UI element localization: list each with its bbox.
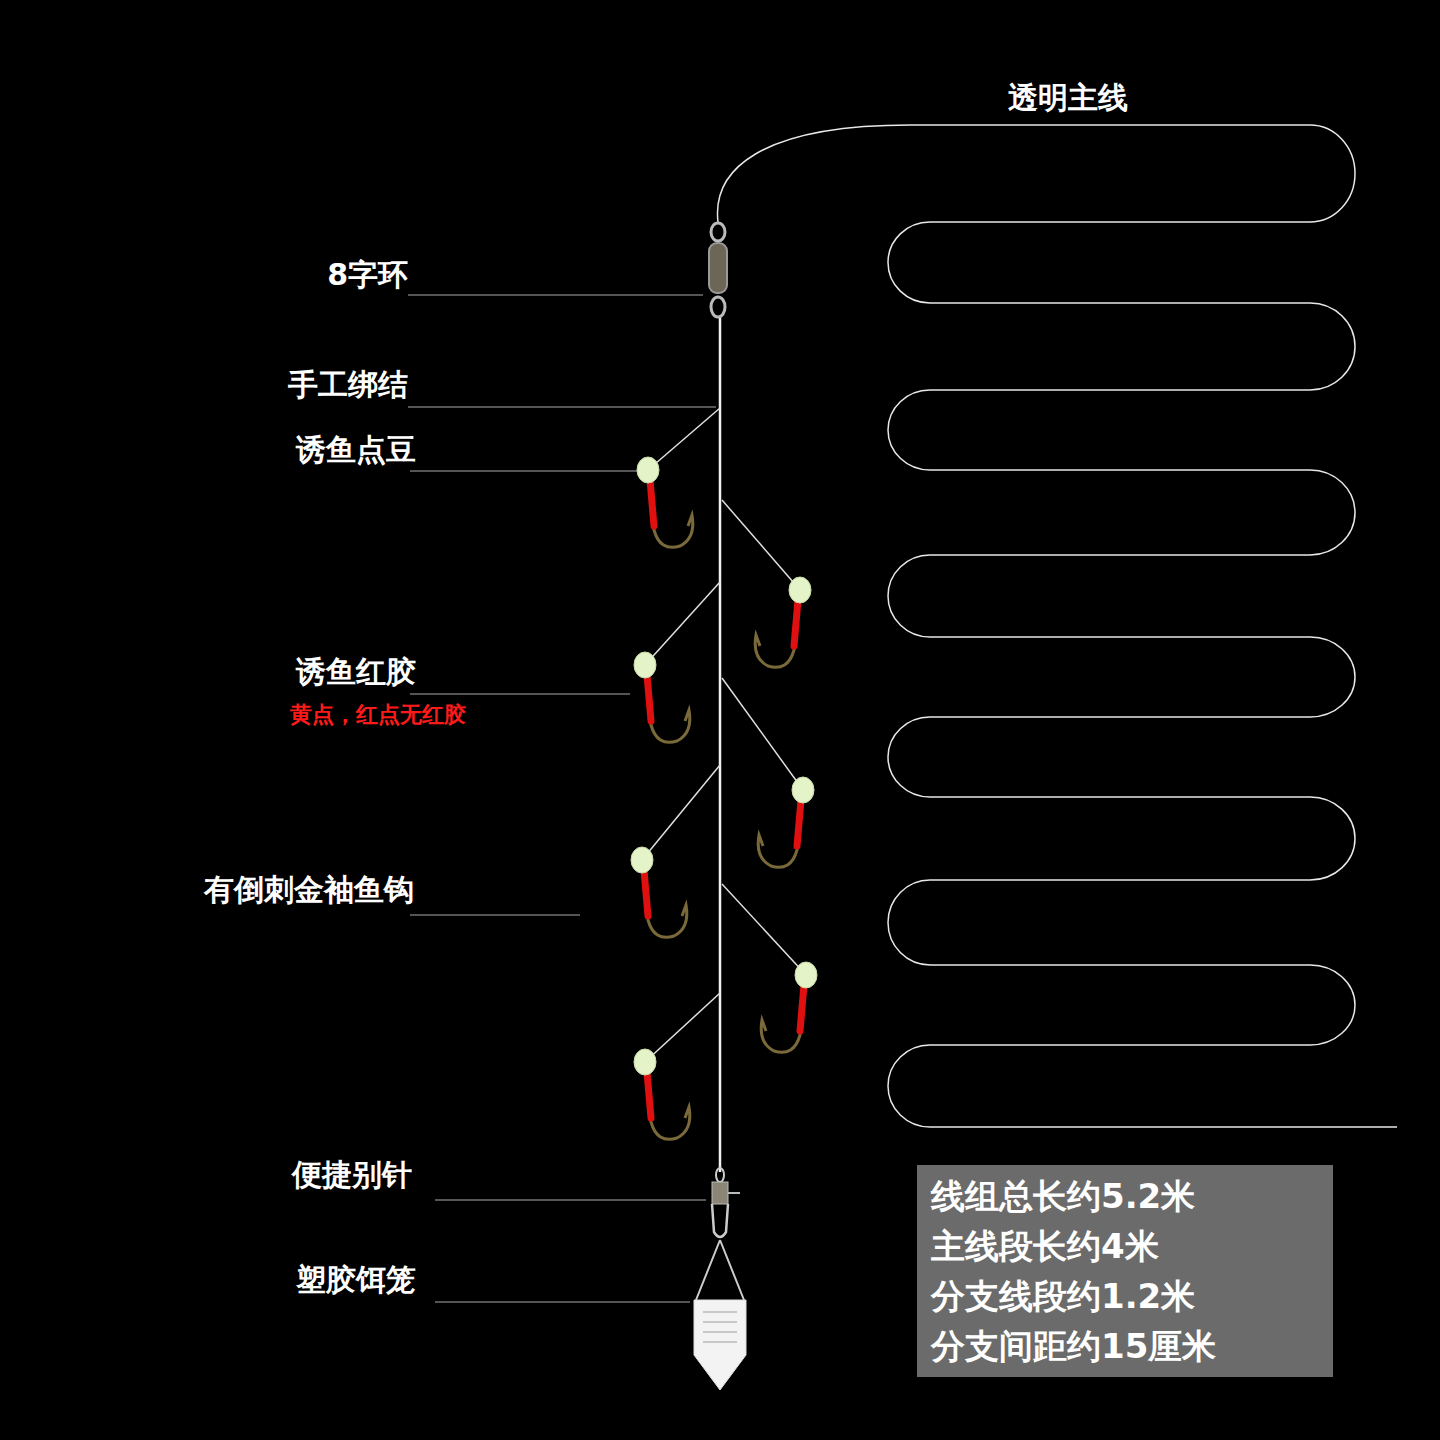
- part-label: 诱鱼点豆: [296, 432, 416, 468]
- part-label: 手工绑结: [288, 367, 408, 403]
- coiled-main-line: [718, 125, 1397, 1127]
- spec-line: 线组总长约5.2米: [931, 1171, 1319, 1221]
- part-label: 有倒刺金袖鱼钩: [204, 872, 414, 908]
- spec-line: 分支间距约15厘米: [931, 1321, 1319, 1371]
- spec-line: 分支线段约1.2米: [931, 1271, 1319, 1321]
- spec-line: 主线段长约4米: [931, 1221, 1319, 1271]
- note-text: 黄点，红点无红胶: [290, 702, 466, 728]
- snap-pin: [712, 1168, 740, 1237]
- bait-cage: [694, 1240, 746, 1390]
- hooks: [631, 408, 817, 1139]
- part-label: 透明主线: [1008, 80, 1128, 116]
- spec-box: 线组总长约5.2米主线段长约4米分支线段约1.2米分支间距约15厘米: [917, 1165, 1333, 1377]
- swivel: [709, 223, 727, 317]
- part-label: 诱鱼红胶: [296, 654, 416, 690]
- leader-lines: [408, 295, 716, 1302]
- part-label: 便捷别针: [292, 1157, 412, 1193]
- part-label: 塑胶饵笼: [296, 1262, 416, 1298]
- leader-line-main: [719, 318, 722, 1172]
- part-label: 8字环: [327, 257, 408, 293]
